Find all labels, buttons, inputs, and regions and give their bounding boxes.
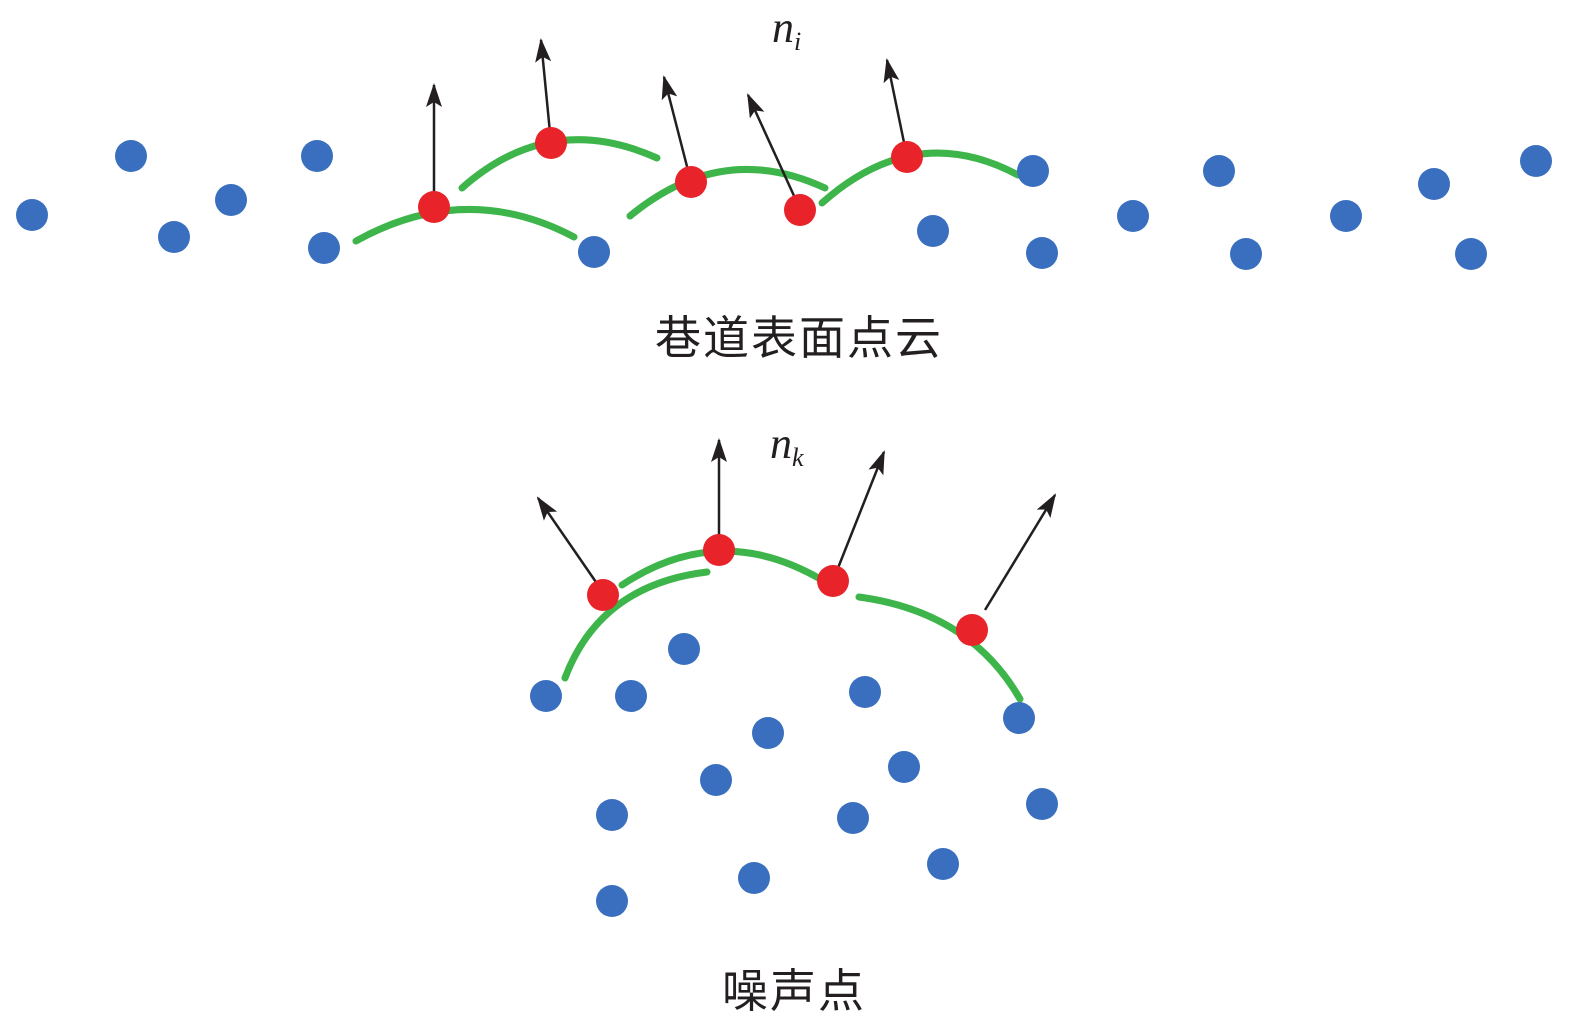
point-cloud-point [1026, 237, 1058, 269]
keypoint [891, 141, 923, 173]
point-cloud-point [596, 885, 628, 917]
neighborhood-arc [561, 568, 711, 682]
point-cloud-point [215, 184, 247, 216]
point-cloud-point [16, 199, 48, 231]
point-cloud-point [738, 862, 770, 894]
keypoint [956, 614, 988, 646]
point-cloud-point [578, 236, 610, 268]
point-cloud-point [1418, 168, 1450, 200]
keypoint [587, 579, 619, 611]
point-cloud-point [1026, 788, 1058, 820]
keypoint [418, 191, 450, 223]
point-cloud-point [1017, 155, 1049, 187]
point-cloud-point [1330, 200, 1362, 232]
tunnel-surface-caption: 巷道表面点云 [655, 311, 943, 365]
neighborhood-arc [626, 165, 829, 220]
normal-vector-arrow [746, 93, 797, 199]
point-cloud-point [530, 680, 562, 712]
normal-label-nk: nk [770, 419, 804, 472]
point-cloud-point [1117, 200, 1149, 232]
point-cloud-point [888, 751, 920, 783]
normal-label-ni: ni [772, 3, 802, 56]
point-cloud-point [308, 232, 340, 264]
point-cloud-point [115, 140, 147, 172]
point-cloud-point [1455, 238, 1487, 270]
point-cloud-point [700, 764, 732, 796]
point-cloud-point [1520, 145, 1552, 177]
point-cloud-point [158, 221, 190, 253]
point-cloud-point [615, 680, 647, 712]
keypoint [675, 166, 707, 198]
point-cloud-point [917, 215, 949, 247]
point-cloud-point [1003, 702, 1035, 734]
keypoint [703, 534, 735, 566]
normal-vector-arrow [983, 493, 1057, 611]
point-cloud-point [927, 848, 959, 880]
noise-points-group [530, 438, 1058, 917]
normal-vector-arrow [535, 38, 553, 144]
tunnel-surface-group [16, 38, 1552, 270]
point-cloud-point [849, 676, 881, 708]
normal-vector-arrow [883, 58, 909, 158]
point-cloud-point [596, 799, 628, 831]
point-cloud-point [1230, 238, 1262, 270]
point-cloud-point [668, 633, 700, 665]
normal-vector-arrow [536, 496, 600, 586]
normal-vector-arrow [836, 450, 886, 569]
noise-points-caption: 噪声点 [722, 964, 866, 1018]
neighborhood-arc [352, 206, 578, 245]
point-cloud-point [837, 802, 869, 834]
point-cloud-point [752, 717, 784, 749]
normal-vector-arrow [661, 75, 693, 183]
neighborhood-arc [855, 593, 1024, 703]
keypoint [535, 127, 567, 159]
point-cloud-point [1203, 155, 1235, 187]
point-cloud-point [301, 140, 333, 172]
keypoint [817, 565, 849, 597]
keypoint [784, 194, 816, 226]
